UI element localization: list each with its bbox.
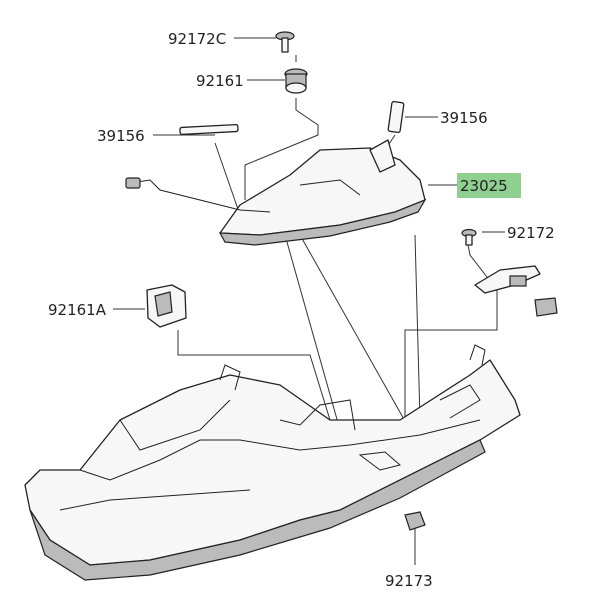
label-92172c[interactable]: 92172C bbox=[168, 30, 226, 48]
label-92173[interactable]: 92173 bbox=[385, 572, 433, 590]
label-39156-left[interactable]: 39156 bbox=[97, 127, 145, 145]
label-23025[interactable]: 23025 bbox=[460, 177, 508, 195]
grommet-92161-icon bbox=[284, 68, 308, 94]
undertray-23025-icon bbox=[125, 139, 427, 246]
rear-fender-body-icon bbox=[24, 344, 521, 581]
strip-39156-left-icon bbox=[179, 123, 239, 136]
label-39156-right[interactable]: 39156 bbox=[440, 109, 488, 127]
bracket-icon bbox=[474, 265, 558, 317]
label-92161a[interactable]: 92161A bbox=[48, 301, 107, 319]
leader-lines bbox=[113, 37, 505, 565]
clip-92161a-icon bbox=[146, 284, 187, 328]
screw-92172c-icon bbox=[275, 31, 295, 53]
part-labels: 92172C 92161 39156 39156 23025 92172 921… bbox=[48, 30, 555, 590]
label-92161[interactable]: 92161 bbox=[196, 72, 244, 90]
nut-92173-icon bbox=[404, 511, 426, 531]
highlight-23025 bbox=[457, 173, 521, 198]
label-92172[interactable]: 92172 bbox=[507, 224, 555, 242]
screw-92172-icon bbox=[461, 228, 477, 246]
strip-39156-right-icon bbox=[387, 100, 405, 134]
